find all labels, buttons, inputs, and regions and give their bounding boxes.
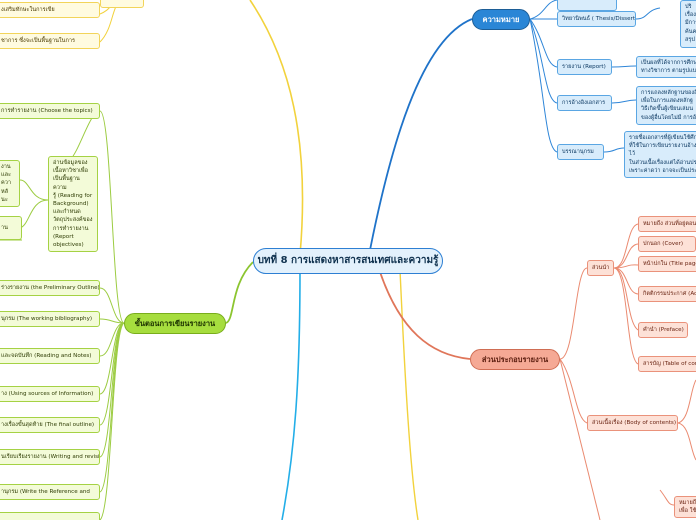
thesis-detail-line: สรุป: [685, 36, 695, 43]
citation-detail[interactable]: การแถลงหลักฐานของสิ่ง เพื่อในการแสดงหลัก…: [636, 86, 696, 125]
front-item-contents[interactable]: สารบัญ (Table of conte: [638, 356, 696, 372]
topic-detail[interactable]: อ่านข้อมูลของ เนื้อหาวิชาเพื่อ เป็นพื้นฐ…: [48, 156, 98, 253]
topic-detail-line: อ่านข้อมูลของ: [53, 160, 88, 166]
front-item-acknowledgement[interactable]: กิตติกรรมประกาศ (Ack: [638, 286, 696, 302]
step-using-sources[interactable]: าง (Using sources of Information): [0, 386, 100, 402]
topic-side-line: ควา: [1, 180, 12, 187]
thesis-detail-line: มีการ: [685, 20, 696, 27]
citation-detail-line: ของผู้อื่นโดยไม่มี การอ้: [641, 114, 696, 121]
front-item-preface[interactable]: คำนำ (Preface): [638, 322, 688, 338]
salmon-sub-lines: [559, 223, 696, 520]
yellow-fragment-2[interactable]: ชาการ ซึ่งจะเป็นพื้นฐานในการ: [0, 33, 100, 49]
citation-detail-line: การแถลงหลักฐานของสิ่ง: [641, 90, 696, 96]
central-topic[interactable]: บทที่ 8 การแสดงหาสารสนเทศและความรู้: [253, 248, 443, 274]
topic-detail-line: การทำรายงาน: [53, 225, 89, 232]
yellow-fragment-top[interactable]: [100, 0, 144, 8]
step-working-bibliography[interactable]: นุกรม (The working bibliography): [0, 311, 100, 327]
topic-side-line: งานและ: [1, 164, 12, 179]
body-subtopic[interactable]: ส่วนเนื้อเรื่อง (Body of contents): [587, 415, 678, 431]
front-item-definition[interactable]: หมายถึง ส่วนที่อยู่ตอนต้น: [638, 216, 696, 232]
step-write-reference[interactable]: านุกรม (Write the Reference and: [0, 484, 100, 500]
topic-detail-line: objectives): [53, 242, 84, 249]
bibliography-detail-line: ในส่วนเนื้อเรื่องแต่ได้อ่านประ: [629, 159, 696, 166]
yellow-branch-line: [249, 0, 304, 256]
blue-subtopic-clipped[interactable]: [557, 0, 617, 11]
choose-topics-subtopic[interactable]: การทำรายงาน (Choose the topics): [0, 103, 100, 119]
step-final-outline[interactable]: างเรื่องขั้นสุดท้าย (The final outline): [0, 417, 100, 433]
step-reading-notes[interactable]: และจดบันทึก (Reading and Notes): [0, 348, 100, 364]
thesis-subtopic[interactable]: วิทยานิพนธ์ ( Thesis/Dissertation): [557, 11, 636, 27]
cyan-branch-line: [281, 269, 301, 520]
report-detail-line: เป็นผลที่ได้จากการศึกษ: [641, 60, 696, 66]
front-item-title-page[interactable]: หน้าปกใน (Title page: [638, 256, 696, 272]
body-detail-line: หมายถึ: [679, 500, 696, 506]
front-matter-subtopic[interactable]: ส่วนนำ: [587, 260, 614, 276]
bibliography-subtopic[interactable]: บรรณานุกรม: [557, 144, 604, 160]
thesis-detail-line: ปริ: [685, 4, 692, 10]
citation-detail-line: วิธีเกิดขึ้นผู้เขียนเล่มน: [641, 106, 694, 113]
topic-side-line: นะ: [1, 196, 8, 203]
bibliography-detail-line: เพราะค่าดว่า อาจจะเป็นประโ: [629, 167, 696, 174]
topic-detail-line: เนื้อหาวิชาเพื่อ: [53, 168, 88, 175]
topic-detail-line: เป็นพื้นฐานความ: [53, 176, 80, 191]
report-detail-line: ทางวิชาการ ตามรูปแบบ: [641, 68, 696, 75]
report-components-topic[interactable]: ส่วนประกอบรายงาน: [470, 349, 560, 370]
yellow-bottom-line: [399, 269, 419, 520]
bibliography-detail-line: ที่ใช้ในการเขียนรายงานอ้างอิ ไว้: [629, 143, 696, 158]
step-preliminary-outline[interactable]: ร่างรายงาน (the Preliminary Outline): [0, 280, 100, 296]
meaning-topic[interactable]: ความหมาย: [472, 9, 530, 30]
step-clipped[interactable]: [0, 512, 100, 520]
topic-detail-line: (Report: [53, 233, 74, 240]
topic-side-fragment[interactable]: งานและ ควา หลั นะ: [0, 160, 20, 208]
front-item-cover[interactable]: ปกนอก (Cover): [638, 236, 696, 252]
body-detail[interactable]: หมายถึ เพื่อ ใช้: [674, 496, 696, 519]
thesis-detail[interactable]: ปริ เรื่อง มีการ ค้นค สรุป: [680, 0, 696, 48]
topic-detail-line: วัตถุประสงค์ของ: [53, 217, 93, 224]
blue-sub-lines: [529, 0, 661, 153]
topic-side-fragment-2[interactable]: าน: [0, 216, 22, 240]
thesis-detail-line: ค้นค: [685, 28, 696, 35]
bibliography-detail[interactable]: รายชื่อเอกสารที่ผู้เขียนใช้ศึก ที่ใช้ในก…: [624, 131, 696, 179]
writing-steps-topic[interactable]: ขั้นตอนการเขียนรายงาน: [124, 313, 226, 334]
topic-side-line: หลั: [1, 188, 9, 195]
topic-detail-line: Background): [53, 201, 89, 208]
blue-main-line: [369, 18, 473, 251]
report-subtopic[interactable]: รายงาน (Report): [557, 59, 612, 75]
topic-detail-line: รู้ (Reading for: [53, 192, 93, 199]
citation-subtopic[interactable]: การอ้างอิงเอกสาร: [557, 95, 612, 111]
bibliography-detail-line: รายชื่อเอกสารที่ผู้เขียนใช้ศึก: [629, 135, 696, 141]
citation-detail-line: เพื่อในการแสดงหลักฐ: [641, 98, 694, 105]
thesis-detail-line: เรื่อง: [685, 12, 696, 19]
salmon-main-line: [379, 271, 471, 360]
step-writing-revising[interactable]: นเรียบเรียงรายงาน (Writing and revising): [0, 449, 100, 465]
topic-detail-line: และกำหนด: [53, 209, 81, 216]
green-main-line: [225, 261, 254, 324]
report-detail[interactable]: เป็นผลที่ได้จากการศึกษ ทางวิชาการ ตามรูป…: [636, 56, 696, 79]
yellow-fragment-1[interactable]: งเสริมทักษะในการเขีย: [0, 2, 100, 18]
body-detail-line: เพื่อ ใช้: [679, 508, 696, 515]
